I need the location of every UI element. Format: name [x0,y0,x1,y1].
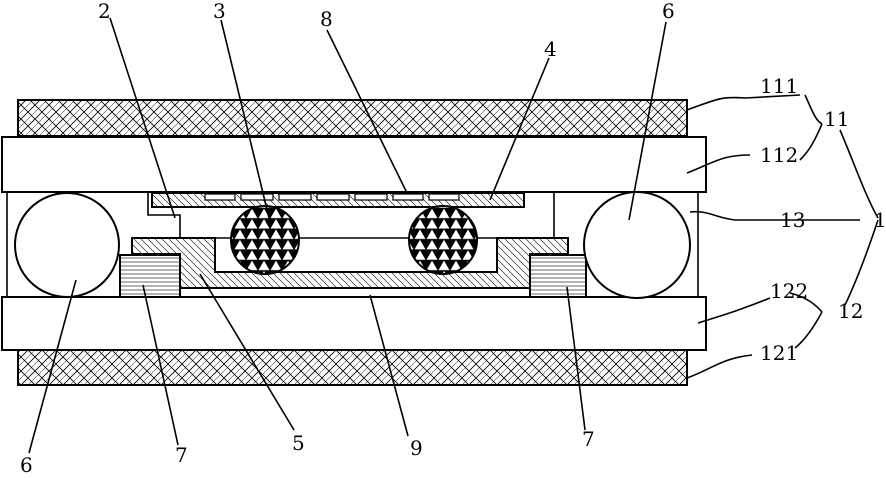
chip-pads [205,194,459,200]
label-13: 13 [780,208,805,232]
outer-solder-ball-left [15,193,119,297]
label-6-top: 6 [662,0,675,23]
label-7-right: 7 [582,427,595,451]
inner-solder-ball-right [409,206,477,274]
label-111: 111 [760,74,798,98]
bottom-inner-board [2,297,706,350]
top-inner-board [2,137,706,192]
label-7-left: 7 [175,443,188,467]
top-outer-layer [18,100,687,136]
bottom-outer-layer [18,350,687,385]
label-4: 4 [544,37,557,61]
label-112: 112 [760,143,798,167]
inner-solder-ball-left [231,206,299,274]
label-9: 9 [410,436,423,460]
outer-solder-ball-right [584,192,690,298]
label-3: 3 [213,0,226,23]
label-5: 5 [292,431,305,455]
label-121: 121 [760,341,798,365]
label-6-bottom: 6 [20,453,33,477]
label-12: 12 [838,299,863,323]
pad-left [120,255,180,297]
carrier-substrate [132,238,568,288]
label-2: 2 [98,0,111,23]
pad-right [530,255,586,297]
label-8: 8 [320,7,333,31]
label-1: 1 [874,208,886,232]
label-122: 122 [770,279,808,303]
label-11: 11 [824,107,849,131]
